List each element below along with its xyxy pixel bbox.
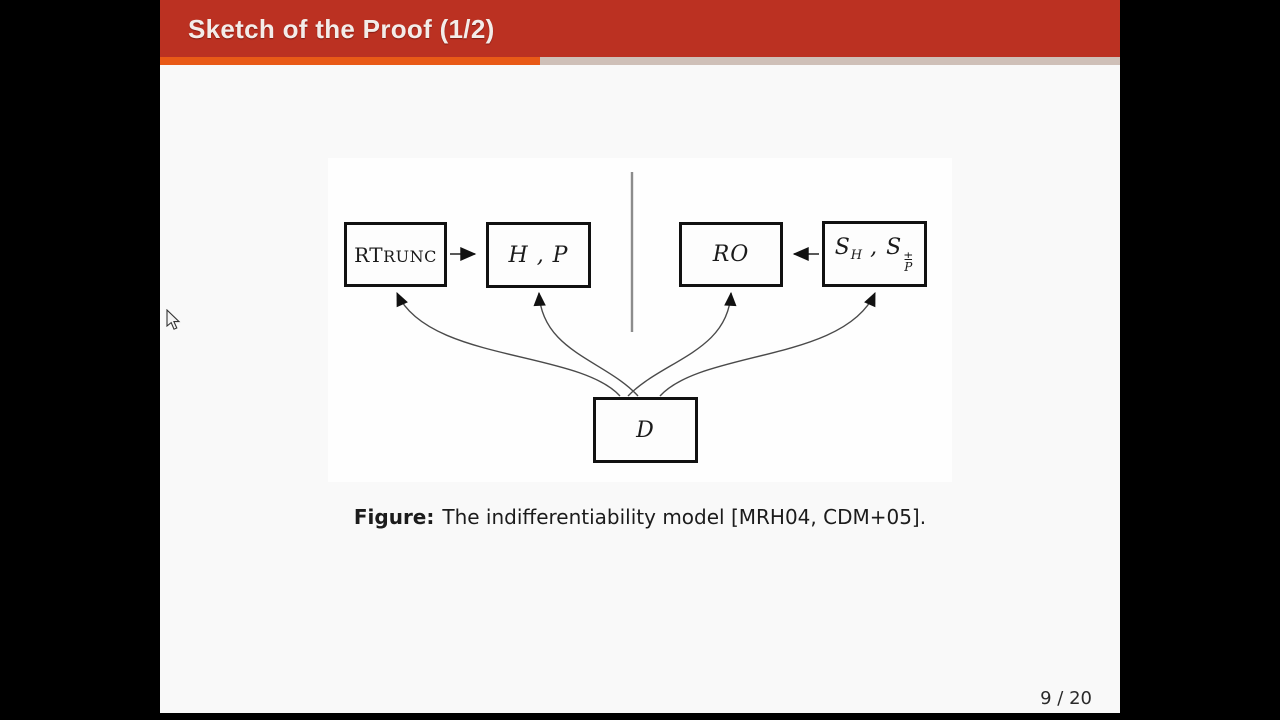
figure-caption: Figure: The indifferentiability model [MR… (160, 505, 1120, 529)
box-ro: RO (679, 222, 783, 287)
box-ro-label: RO (712, 242, 750, 267)
box-hp: H , P (486, 222, 591, 288)
box-rtrunc: RTRUNC (344, 222, 447, 287)
presentation-slide: Sketch of the Proof (1/2) (160, 0, 1120, 713)
box-hp-label: H , P (508, 242, 569, 268)
figure-caption-text: The indifferentiability model [MRH04, CD… (442, 505, 927, 529)
box-distinguisher: D (593, 397, 698, 463)
box-simulators-label: SH , S±P (834, 234, 915, 275)
arrow-d-to-ro (627, 291, 737, 397)
arrow-d-to-sim (659, 291, 876, 397)
page-number: 9 / 20 (1040, 688, 1092, 709)
box-distinguisher-label: D (636, 417, 655, 443)
slide-header-bar: Sketch of the Proof (1/2) (160, 0, 1120, 57)
arrow-d-to-rtrunc (396, 291, 621, 397)
header-accent-tan (540, 57, 1120, 65)
mouse-cursor (166, 309, 181, 330)
header-accent-orange (160, 57, 540, 65)
box-simulators: SH , S±P (822, 221, 927, 287)
arrow-d-to-hp (533, 291, 639, 397)
box-rtrunc-label: RTRUNC (354, 242, 437, 267)
figure-caption-label: Figure: (353, 505, 435, 529)
diagram-connectors (396, 172, 876, 397)
slide-title: Sketch of the Proof (1/2) (188, 14, 495, 44)
